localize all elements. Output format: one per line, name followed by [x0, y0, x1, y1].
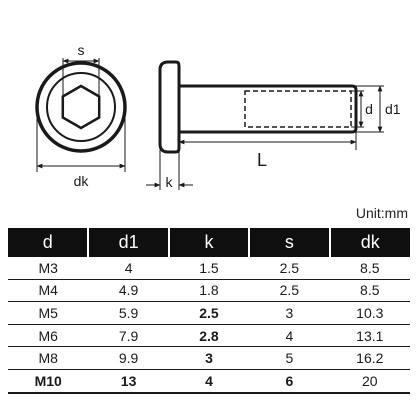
header-d: d: [8, 228, 90, 257]
d1-dimension: d1: [356, 85, 401, 133]
s-label: s: [78, 42, 85, 58]
table-cell: M3: [8, 257, 89, 280]
table-cell: M4: [8, 279, 89, 303]
L-label: L: [257, 150, 267, 170]
dk-dimension: dk: [36, 110, 126, 189]
bolt-head-outline: [158, 60, 181, 154]
d-dimension: d: [351, 90, 373, 128]
table-cell: 2.5: [249, 257, 330, 280]
table-cell: 4.9: [88, 279, 169, 303]
table-cell: M5: [8, 301, 89, 325]
header-s: s: [249, 228, 331, 257]
table-cell: 2.8: [168, 324, 250, 348]
table-cell: 5.9: [88, 301, 169, 325]
table-cell: 3: [249, 301, 330, 325]
table-cell: M6: [8, 324, 89, 348]
hex-socket: [61, 84, 101, 130]
table-cell: 5: [249, 346, 330, 370]
table-cell: 13: [88, 369, 169, 394]
d1-label: d1: [385, 101, 401, 117]
dk-label: dk: [74, 173, 90, 189]
s-dimension: s: [62, 42, 100, 96]
table-cell: 1.5: [168, 257, 250, 280]
table-header-row: d d1 k s dk: [8, 228, 410, 257]
k-dimension: k: [146, 150, 193, 190]
internal-thread-hidden-line: [244, 90, 352, 128]
L-dimension: L: [178, 132, 357, 170]
table-cell: 20: [329, 369, 410, 394]
header-dk: dk: [329, 228, 410, 257]
bolt-technical-drawing: s dk k L d d1: [35, 42, 401, 190]
table-cell: 4: [168, 369, 250, 394]
table-cell: M8: [8, 346, 89, 370]
table-cell: 4: [249, 324, 330, 348]
k-label: k: [166, 174, 174, 190]
table-cell: M10: [8, 369, 89, 394]
table-cell: 4: [88, 257, 169, 280]
table-cell: 8.5: [329, 279, 410, 303]
table-cell: 2.5: [168, 301, 250, 325]
header-d1: d1: [88, 228, 170, 257]
head-top-view: [35, 61, 127, 153]
table-cell: 13.1: [329, 324, 410, 348]
bolt-side-view: [158, 60, 358, 154]
table-cell: 1.8: [168, 279, 250, 303]
table-cell: 16.2: [329, 346, 410, 370]
bolt-shank-outline: [179, 84, 358, 134]
d-label: d: [365, 101, 373, 117]
table-cell: 6: [249, 369, 330, 394]
unit-label: Unit:mm: [355, 205, 408, 221]
table-cell: 3: [168, 346, 250, 370]
table-cell: 9.9: [88, 346, 169, 370]
table-cell: 7.9: [88, 324, 169, 348]
table-cell: 10.3: [329, 301, 410, 325]
header-k: k: [168, 228, 251, 257]
table-cell: 8.5: [329, 257, 410, 280]
table-cell: 2.5: [249, 279, 330, 303]
